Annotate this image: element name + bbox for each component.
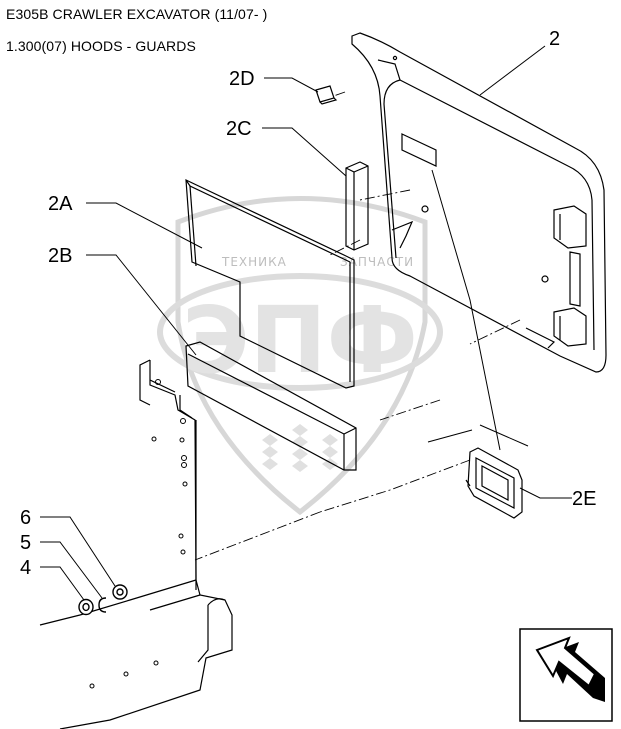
- diagram-title: E305B CRAWLER EXCAVATOR (11/07- ): [6, 6, 268, 22]
- washer-6-bore: [116, 588, 124, 596]
- insulation-strip-2b: [185, 341, 357, 471]
- watermark-wheat-icon: [262, 424, 338, 472]
- callout-5: 5: [20, 532, 31, 554]
- washer-5: [98, 597, 107, 613]
- nut-4-bore: [82, 602, 90, 612]
- nut-4: [78, 598, 94, 616]
- seal-strip-2c: [345, 161, 369, 251]
- washer-6: [112, 584, 128, 600]
- next-page-arrow-icon[interactable]: [519, 628, 613, 722]
- callout-2e: 2E: [572, 488, 596, 510]
- watermark-left-word: ТЕХНИКА: [221, 255, 287, 269]
- callout-4: 4: [20, 557, 31, 579]
- watermark-ring: [157, 273, 443, 391]
- frame-holes: [89, 379, 188, 689]
- diagram-subtitle: 1.300(07) HOODS - GUARDS: [6, 38, 196, 54]
- watermark-logo: ЭПФ ТЕХНИКА ЗАПЧАСТИ: [157, 196, 443, 516]
- insulation-panel-2a: [185, 179, 355, 389]
- callout-2c: 2C: [226, 118, 252, 140]
- grille-2e: [465, 447, 523, 519]
- callout-2: 2: [549, 28, 560, 50]
- watermark-logo-text: ЭПФ: [182, 287, 418, 394]
- watermark-right-word: ЗАПЧАСТИ: [340, 255, 414, 269]
- hardware-fasteners: [78, 584, 128, 616]
- callout-2d: 2D: [229, 68, 255, 90]
- callout-2a: 2A: [48, 193, 73, 215]
- leader-lines: [40, 45, 572, 601]
- callout-2b: 2B: [48, 245, 72, 267]
- machine-frame: [39, 359, 233, 729]
- hood-panel-2: [351, 32, 607, 373]
- pad-2d: [315, 85, 338, 105]
- callout-6: 6: [20, 507, 31, 529]
